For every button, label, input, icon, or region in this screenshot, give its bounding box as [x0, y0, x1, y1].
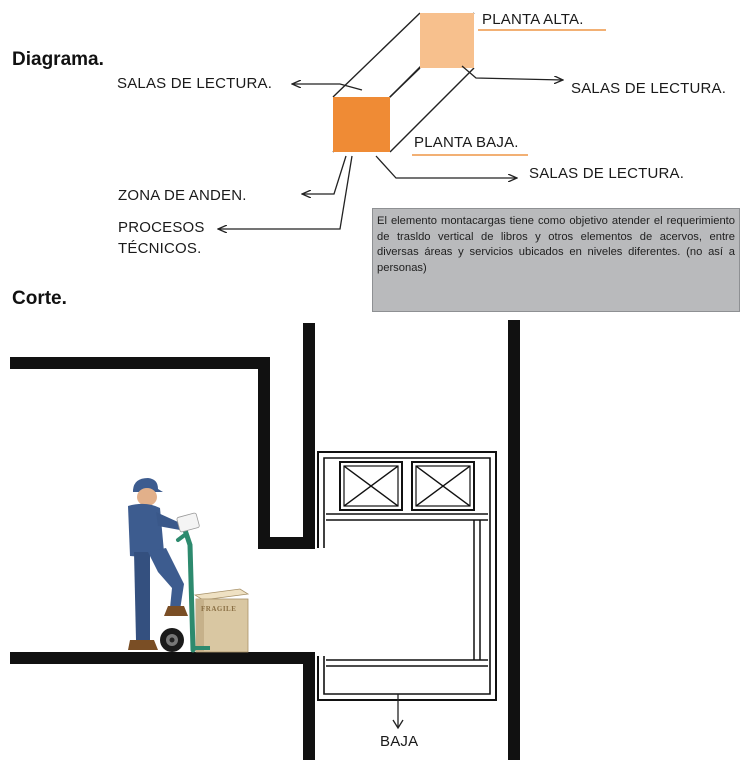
upper-floor-label: PLANTA ALTA.: [482, 11, 584, 28]
diagram-heading: Diagrama.: [12, 49, 104, 70]
fragile-box-label: FRAGILE: [201, 605, 237, 613]
elevator-car: [317, 451, 497, 701]
x-crate-icon: [339, 461, 403, 511]
loading-dock-label: ZONA DE ANDEN.: [118, 187, 247, 204]
worker-figure: [128, 478, 200, 650]
lower-floor-box: [333, 97, 390, 152]
section-heading: Corte.: [12, 288, 67, 309]
x-crate-icon: [411, 461, 475, 511]
down-label: BAJA: [380, 733, 419, 750]
upper-floor-box: [420, 13, 474, 68]
fragile-box: [193, 588, 250, 653]
down-arrow-icon: [392, 694, 404, 730]
diagram-arrows: [218, 65, 563, 229]
reading-rooms-right-upper-label: SALAS DE LECTURA.: [571, 80, 727, 97]
lower-floor-label: PLANTA BAJA.: [414, 134, 519, 151]
reading-rooms-left-label: SALAS DE LECTURA.: [117, 75, 273, 92]
reading-rooms-right-lower-label: SALAS DE LECTURA.: [529, 165, 685, 182]
technical-processes-label: PROCESOS TÉCNICOS.: [118, 219, 205, 257]
building-walls: [10, 320, 520, 760]
note-box: El elemento montacargas tiene como objet…: [372, 208, 740, 312]
hand-truck: [160, 527, 210, 653]
